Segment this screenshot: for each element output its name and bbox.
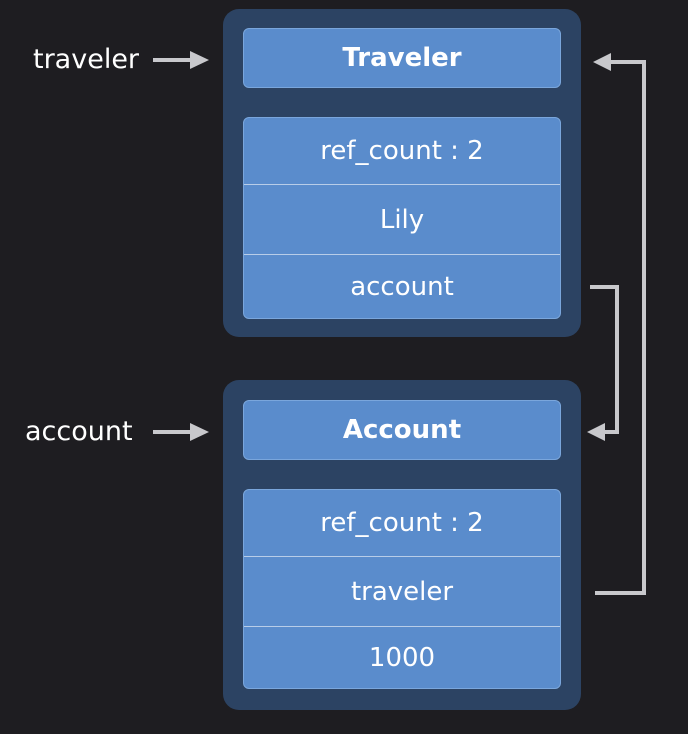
variable-label-traveler: traveler [33, 44, 140, 75]
account-to-traveler-arrow [595, 60, 646, 595]
arrowhead-icon [587, 423, 605, 441]
traveler-object-fields: ref_count : 2 Lily account [243, 117, 561, 319]
account-object-fields: ref_count : 2 traveler 1000 [243, 489, 561, 689]
traveler-field-ref-count: ref_count : 2 [320, 136, 484, 166]
account-field-balance: 1000 [244, 626, 560, 688]
arrowhead-icon [593, 53, 611, 71]
account-object-title: Account [243, 400, 561, 460]
traveler-field-account: account [244, 254, 560, 318]
traveler-field-name: Lily [244, 184, 560, 254]
account-field-ref-count: ref_count : 2 [320, 508, 484, 538]
variable-label-account: account [25, 416, 133, 447]
account-field-traveler: traveler [244, 556, 560, 626]
traveler-object-title: Traveler [243, 28, 561, 88]
traveler-to-account-arrow [590, 285, 619, 434]
arrowhead-icon [190, 51, 209, 69]
arrowhead-icon [190, 423, 209, 441]
account-object-box: Account ref_count : 2 traveler 1000 [223, 380, 581, 710]
traveler-object-box: Traveler ref_count : 2 Lily account [223, 9, 581, 337]
